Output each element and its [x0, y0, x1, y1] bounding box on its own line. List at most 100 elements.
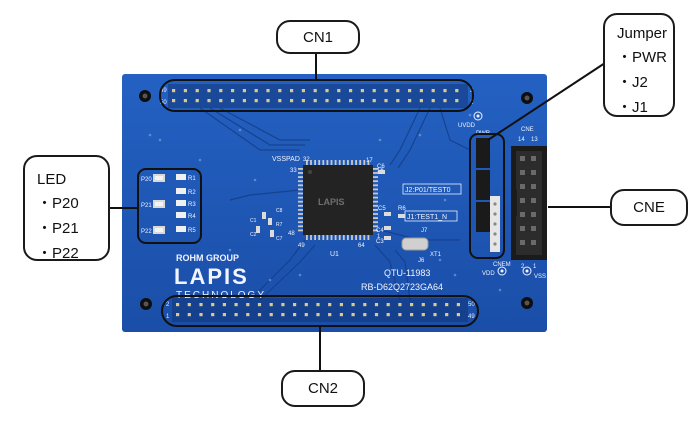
chip-pin — [359, 160, 362, 165]
header-pin — [386, 313, 390, 317]
header-pin — [257, 313, 262, 317]
cn1-pin-49-label: 49 — [160, 88, 167, 94]
chip-pin — [298, 192, 303, 195]
chip-pin — [373, 184, 378, 187]
header-pin — [278, 89, 282, 93]
header-pin — [254, 99, 258, 103]
header-pin — [293, 303, 297, 307]
xt1-label: XT1 — [430, 252, 442, 258]
chip-pin — [298, 180, 303, 183]
vdd-testpoint — [497, 266, 507, 276]
header-pin — [211, 313, 215, 317]
chip-pin — [298, 184, 303, 187]
header-pin — [316, 303, 320, 307]
chip-pin — [373, 213, 378, 215]
chip-pin — [363, 235, 366, 240]
label-j7: J7 — [421, 228, 428, 234]
header-pin — [316, 313, 320, 317]
chip-pin — [310, 235, 312, 240]
board-id-1: QTU-11983 — [384, 268, 430, 278]
chip-pin — [355, 235, 357, 240]
header-pin — [254, 89, 258, 93]
header-pin — [207, 99, 211, 103]
chip-pin — [342, 235, 345, 240]
chip-pin — [373, 229, 378, 232]
header-pin — [266, 99, 270, 103]
chip-pin-48: 48 — [288, 231, 295, 237]
cn1-pin-50-label: 50 — [160, 100, 167, 106]
label-c3: C3 — [376, 239, 384, 245]
chip-pin — [298, 200, 303, 203]
board-id-2: RB-D62Q2723GA64 — [361, 282, 443, 292]
led-label-p21: P21 — [141, 203, 152, 209]
header-pin — [456, 313, 460, 317]
header-pin — [195, 99, 199, 103]
header-pin — [328, 303, 332, 307]
header-pin — [337, 99, 341, 103]
header-pin — [421, 313, 425, 317]
chip-pin — [359, 235, 362, 240]
chip-pin — [298, 221, 303, 224]
label-c4: C4 — [376, 228, 384, 234]
mounting-holes — [139, 90, 533, 310]
header-pin — [398, 313, 402, 317]
cn2-pins — [176, 303, 460, 317]
header-pin — [293, 313, 297, 317]
cne-pin-2: 2 — [521, 264, 525, 270]
cn1-pins — [172, 89, 459, 103]
header-pin — [301, 89, 305, 93]
label-c5: C5 — [378, 206, 386, 212]
header-pin — [431, 89, 435, 93]
vsspad-label: VSSPAD — [272, 156, 300, 163]
chip-pin — [373, 176, 378, 178]
chip-pin — [318, 160, 321, 165]
led-highlight — [137, 168, 202, 244]
header-pin — [211, 303, 215, 307]
header-pin — [443, 89, 447, 93]
resistor-r4: R4 — [188, 214, 196, 220]
cne-callout-text: CNE — [633, 199, 665, 216]
cn2-callout-text: CN2 — [307, 380, 338, 397]
chip-pin — [298, 188, 303, 191]
chip-pin-1: 1 — [377, 234, 381, 240]
chip-pin — [298, 176, 303, 178]
header-pin — [172, 99, 176, 103]
header-pin — [231, 99, 235, 103]
header-pin — [396, 89, 400, 93]
header-pin — [421, 303, 425, 307]
chip-pin — [373, 200, 378, 203]
jumper-highlight — [469, 133, 505, 259]
header-pin — [455, 99, 459, 103]
chip-pin — [373, 188, 378, 191]
header-pin — [187, 303, 191, 307]
header-pin — [313, 99, 317, 103]
header-pin — [351, 313, 355, 317]
leader-lines — [110, 54, 612, 372]
chip-pin — [298, 225, 303, 228]
chip-pin — [351, 160, 353, 165]
header-pin — [301, 99, 305, 103]
header-pin — [304, 303, 308, 307]
chip-pin — [373, 192, 378, 195]
header-pin — [386, 303, 390, 307]
cn1-header — [168, 84, 468, 108]
header-pin — [372, 99, 376, 103]
j2-label-box — [402, 183, 462, 195]
header-pin — [374, 313, 379, 317]
header-pin — [176, 303, 180, 307]
header-pin — [455, 89, 459, 93]
header-pin — [363, 303, 367, 307]
label-c8: C8 — [276, 208, 283, 214]
header-pin — [269, 313, 273, 317]
header-pin — [266, 89, 270, 93]
jumper-callout-title: Jumper — [617, 25, 668, 42]
cne-pin-1: 1 — [533, 264, 537, 270]
header-pin — [396, 99, 400, 103]
chip-pin — [373, 196, 378, 199]
header-pin — [410, 303, 414, 307]
header-pin — [234, 303, 238, 307]
header-pin — [207, 89, 211, 93]
chip-pin — [373, 225, 378, 228]
cne-pin-13: 13 — [531, 137, 538, 143]
header-pin — [419, 89, 423, 93]
